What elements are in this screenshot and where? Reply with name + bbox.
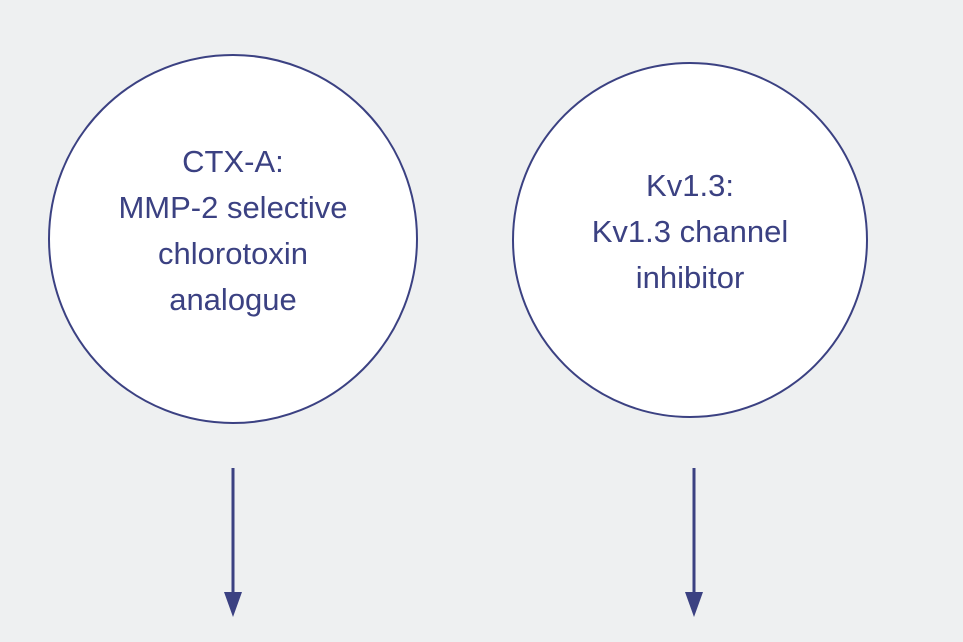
down-arrow-kv13 [685,468,703,617]
down-arrow-ctx-a [224,468,242,617]
node-ctx-a: CTX-A: MMP-2 selective chlorotoxin analo… [48,54,418,424]
node-kv13-label: Kv1.3: Kv1.3 channel inhibitor [591,168,789,295]
node-ctx-a-label: CTX-A: MMP-2 selective chlorotoxin analo… [118,144,348,317]
node-kv13: Kv1.3: Kv1.3 channel inhibitor [512,62,868,418]
